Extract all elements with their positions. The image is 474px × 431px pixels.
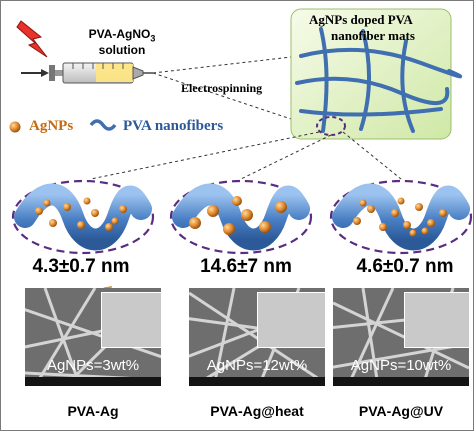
particle-icon: [9, 121, 21, 133]
fan-lines: [90, 131, 402, 180]
silver-nanoparticle: [275, 201, 287, 213]
silver-nanoparticle: [391, 209, 399, 217]
sem-info-bar-2: [189, 377, 325, 386]
sample-name-3: PVA-Ag@UV: [358, 403, 444, 419]
silver-nanoparticle: [379, 223, 387, 231]
silver-nanoparticle: [83, 197, 91, 205]
silver-nanoparticle: [77, 221, 85, 229]
silver-nanoparticle: [119, 205, 127, 213]
silver-nanoparticle: [223, 223, 235, 235]
composition-label-1: AgNPs=3wt%: [46, 357, 140, 374]
sem-image-2: AgNPs=12wt%: [189, 288, 325, 386]
dashed-ellipse: [169, 179, 313, 255]
sem-info-bar-1: [25, 377, 161, 386]
sem-image-3: AgNPs=10wt%: [333, 288, 469, 386]
mats-highlight-ellipse: [316, 116, 346, 136]
sample-ellipse-1: [11, 179, 155, 255]
nanofiber-mesh: [295, 27, 463, 133]
silver-nanoparticle: [105, 223, 113, 231]
solution-label: PVA-AgNO3: [75, 27, 169, 43]
lightning-icon: [16, 20, 48, 58]
silver-nanoparticle: [359, 199, 367, 207]
sem-info-bar-3: [333, 377, 469, 386]
silver-nanoparticle: [367, 205, 375, 213]
legend-agnps-label: AgNPs: [29, 118, 74, 134]
syringe-icon: [21, 62, 153, 84]
solution-subscript: 3: [150, 33, 156, 44]
process-label: Electrospinning: [181, 81, 263, 95]
silver-nanoparticle: [427, 219, 435, 227]
solution-name: PVA-AgNO: [88, 27, 151, 41]
silver-nanoparticle: [439, 209, 447, 217]
sample-name-1: PVA-Ag: [67, 403, 119, 419]
size-label-2: 14.6±7 nm: [200, 256, 292, 277]
composition-label-2: AgNPs=12wt%: [206, 357, 308, 374]
silver-nanoparticle: [189, 217, 201, 229]
silver-nanoparticle: [35, 207, 43, 215]
silver-nanoparticle: [259, 221, 271, 233]
electrospinning-line-top: [152, 56, 292, 74]
mats-title-line2: nanofiber mats: [331, 28, 415, 43]
wavy-fiber: [14, 183, 152, 251]
tem-inset-2: [257, 292, 325, 348]
silver-nanoparticle: [91, 209, 99, 217]
size-label-1: 4.3±0.7 nm: [32, 256, 130, 277]
silver-nanoparticle: [241, 209, 253, 221]
silver-nanoparticle: [49, 219, 57, 227]
sample-ellipse-3: [329, 179, 473, 255]
wavy-fiber: [332, 183, 470, 251]
silver-nanoparticle: [43, 199, 51, 207]
size-label-3: 4.6±0.7 nm: [356, 256, 454, 277]
tem-inset-3: [403, 292, 469, 348]
silver-nanoparticle: [111, 217, 119, 225]
silver-nanoparticle: [415, 203, 423, 211]
silver-nanoparticle: [353, 217, 361, 225]
silver-nanoparticle: [403, 221, 411, 229]
fiber-icon: [89, 119, 117, 131]
dashed-ellipse: [329, 179, 473, 255]
dashed-ellipse: [11, 179, 155, 255]
silver-nanoparticle: [409, 229, 417, 237]
sample-ellipses: [11, 179, 473, 255]
silver-nanoparticle: [207, 205, 219, 217]
solution-label-line2: solution: [98, 43, 146, 57]
silver-nanoparticle: [397, 197, 405, 205]
mats-title-line1: AgNPs doped PVA: [309, 12, 413, 27]
silver-nanoparticle: [63, 203, 71, 211]
sample-name-2: PVA-Ag@heat: [210, 403, 304, 419]
silver-nanoparticle: [421, 227, 429, 235]
wavy-fiber: [172, 183, 310, 251]
composition-label-3: AgNPs=10wt%: [350, 357, 452, 374]
tem-inset-1: [101, 292, 161, 348]
silver-nanoparticle: [232, 196, 242, 206]
legend-fibers-label: PVA nanofibers: [123, 118, 224, 134]
sem-image-1: AgNPs=3wt%: [25, 288, 161, 386]
electrospinning-line-bottom: [152, 72, 292, 120]
sample-ellipse-2: [169, 179, 313, 255]
